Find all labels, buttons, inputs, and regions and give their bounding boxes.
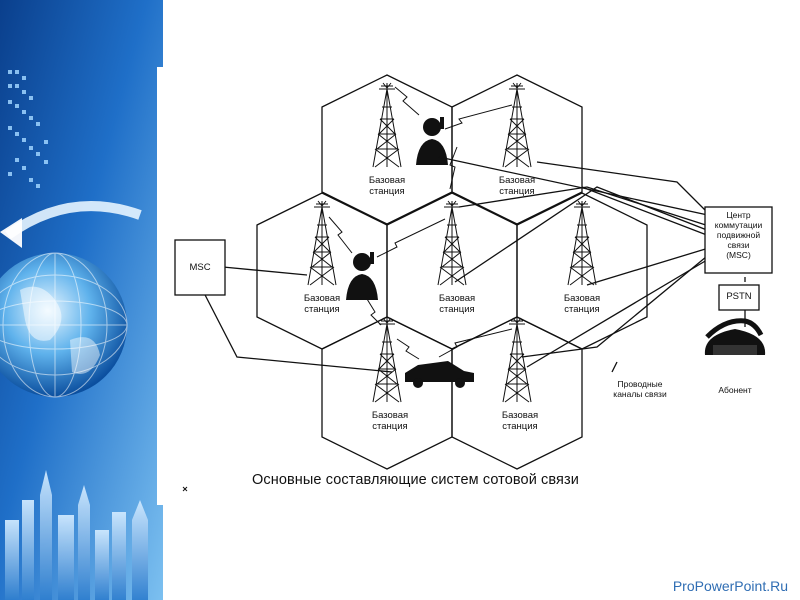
tower-icons <box>307 82 597 403</box>
footer-brand: ProPowerPoint.Ru <box>672 578 788 594</box>
base-station-label: Базовая станция <box>303 293 341 315</box>
pstn-label: PSTN <box>726 291 752 302</box>
telephone-icon <box>704 318 766 355</box>
msc-left-box <box>174 239 226 296</box>
base-station-label: Базовая станция <box>563 293 601 315</box>
msc-center-label: Центр коммутации подвижной связи (MSC) <box>714 210 763 260</box>
hex-cell-top-right <box>451 74 583 225</box>
base-station-label: Базовая станция <box>371 410 409 432</box>
corner-marks <box>182 486 188 492</box>
radio-links <box>328 86 513 360</box>
tower-icon <box>502 82 532 168</box>
tower-icon <box>567 200 597 286</box>
msc-center-box <box>704 206 773 274</box>
decorative-side-panel <box>0 0 163 600</box>
base-station-label: Базовая станция <box>368 175 406 197</box>
msc-left-label: MSC <box>189 262 211 273</box>
tower-icon <box>437 200 467 286</box>
hex-cell-bottom-right <box>451 316 583 470</box>
subscriber-label: Абонент <box>718 385 752 395</box>
mobile-user-icon <box>416 117 448 165</box>
diagram-caption: Основные составляющие систем сотовой свя… <box>252 472 579 488</box>
base-station-label: Базовая станция <box>498 175 536 197</box>
pstn-box <box>718 284 760 311</box>
base-station-label: Базовая станция <box>438 293 476 315</box>
mobile-user-icon <box>346 252 378 300</box>
car-icon <box>405 361 474 388</box>
tower-icon <box>502 317 532 403</box>
tower-icon <box>372 317 402 403</box>
base-station-label: Базовая станция <box>501 410 539 432</box>
wired-channels <box>201 156 746 373</box>
tower-icon <box>307 200 337 286</box>
wired-channels-label: Проводные каналы связи <box>613 379 667 399</box>
cellular-system-diagram: Базовая станция Базовая станция Базовая … <box>157 67 780 505</box>
tower-icon <box>372 82 402 168</box>
